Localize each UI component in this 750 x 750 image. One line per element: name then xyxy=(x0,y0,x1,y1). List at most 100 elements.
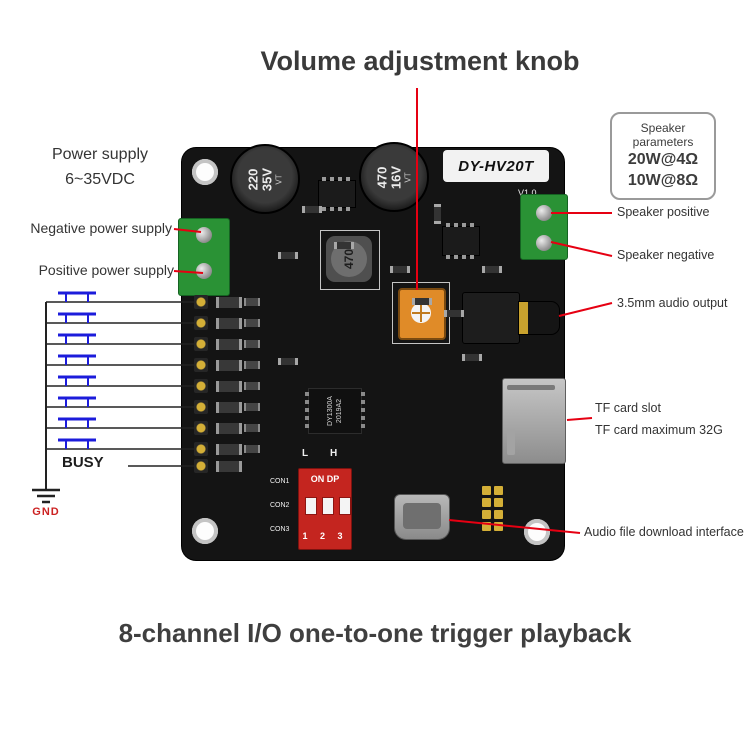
audio-jack-body xyxy=(462,292,520,344)
mounting-hole xyxy=(192,159,218,185)
smd-component xyxy=(444,310,464,317)
io-pad xyxy=(194,337,208,351)
inductor-value: 470 xyxy=(342,248,356,270)
smd-component xyxy=(302,206,322,213)
mounting-hole xyxy=(192,518,218,544)
solder-pad xyxy=(494,510,503,519)
smd-component xyxy=(482,266,502,273)
io-pad xyxy=(194,379,208,393)
trigger-switch xyxy=(58,312,96,323)
smd-component xyxy=(216,402,242,413)
smd-component xyxy=(216,318,242,329)
download-interface-label: Audio file download interface xyxy=(584,525,744,539)
audio-jack-barrel xyxy=(518,301,560,335)
busy-label: BUSY xyxy=(62,454,104,471)
version-silkscreen: V1.0 xyxy=(518,188,537,198)
capacitor-label: 220 35V VT xyxy=(245,161,284,197)
footer-caption: 8-channel I/O one-to-one trigger playbac… xyxy=(118,618,632,648)
smd-component xyxy=(434,204,441,224)
smd-component xyxy=(216,381,242,392)
speaker-box-line3: 20W@4Ω xyxy=(627,151,699,168)
terminal-screw-negative xyxy=(196,227,212,243)
solder-pad xyxy=(494,522,503,531)
smd-component xyxy=(216,423,242,434)
speaker-box-line1: Speaker xyxy=(640,121,686,135)
capacitor-label: 470 16V VT xyxy=(375,159,413,195)
trigger-switch-group xyxy=(58,291,96,449)
smd-component xyxy=(412,298,432,305)
speaker-box-line2: parameters xyxy=(632,135,694,149)
trigger-switch xyxy=(58,354,96,365)
pot-screw-slot xyxy=(412,312,430,314)
dip-switch: ON DP 1 2 3 xyxy=(298,468,352,550)
amplifier-ic xyxy=(318,177,356,211)
smd-component xyxy=(244,403,260,411)
solder-pad xyxy=(494,486,503,495)
io-pad xyxy=(194,442,208,456)
speaker-positive-label: Speaker positive xyxy=(617,205,710,219)
trigger-switch xyxy=(58,333,96,344)
smd-component xyxy=(216,339,242,350)
capacitor-470uf: 470 16V VT xyxy=(359,142,429,212)
tf-callout-line xyxy=(566,417,593,421)
dip-switch-numbers: 1 2 3 xyxy=(302,531,348,541)
capacitor-brand: VT xyxy=(403,171,413,183)
io-pad xyxy=(194,358,208,372)
positive-supply-label: Positive power supply xyxy=(38,262,174,278)
smd-component xyxy=(244,445,260,453)
h-silkscreen: H xyxy=(330,448,338,459)
volume-potentiometer xyxy=(398,288,446,340)
capacitor-220uf: 220 35V VT xyxy=(230,144,300,214)
dip-sliders xyxy=(305,497,351,515)
speaker-terminal-block xyxy=(520,194,568,260)
audio-output-label: 3.5mm audio output xyxy=(617,296,728,310)
silkscreen-outline xyxy=(320,230,380,290)
smd-component xyxy=(216,461,242,472)
speaker-negative-label: Speaker negative xyxy=(617,248,715,262)
power-inductor: 470 xyxy=(326,236,372,282)
smd-component xyxy=(244,340,260,348)
smd-component xyxy=(390,266,410,273)
negative-supply-label: Negative power supply xyxy=(30,220,172,236)
mounting-hole xyxy=(524,519,550,545)
main-chip-marking: DY1300A 2019A2 xyxy=(326,396,344,426)
chip-line2: 2019A2 xyxy=(336,398,343,424)
gnd-label: GND xyxy=(32,506,60,518)
power-supply-line2: 6~35VDC xyxy=(65,171,135,188)
smd-component xyxy=(244,382,260,390)
dip-slider xyxy=(322,497,334,515)
dip-slider xyxy=(339,497,351,515)
solder-pad-grid xyxy=(482,486,503,531)
io-pad xyxy=(194,400,208,414)
power-terminal-block xyxy=(178,218,230,296)
soic-ic xyxy=(442,223,480,259)
page-title: Volume adjustment knob xyxy=(260,46,580,76)
trigger-switch xyxy=(58,291,96,302)
solder-pad xyxy=(482,486,491,495)
speaker-box-line4: 10W@8Ω xyxy=(627,172,699,189)
smd-component xyxy=(462,354,482,361)
dip-slider xyxy=(305,497,317,515)
speaker-parameters-box: Speaker parameters 20W@4Ω 10W@8Ω xyxy=(610,112,716,200)
micro-usb-port xyxy=(394,494,450,540)
terminal-screw-speaker-positive xyxy=(536,205,552,221)
tf-card-slot xyxy=(502,378,566,464)
solder-pad xyxy=(494,498,503,507)
con3-silkscreen: CON3 xyxy=(270,526,290,533)
solder-pad xyxy=(482,510,491,519)
smd-component xyxy=(334,242,354,249)
capacitor-value: 220 35V xyxy=(245,167,275,191)
smd-component xyxy=(216,297,242,308)
terminal-screw-speaker-negative xyxy=(536,235,552,251)
io-pad xyxy=(194,295,208,309)
power-supply-line1: Power supply xyxy=(51,146,149,163)
smd-component xyxy=(244,424,260,432)
tf-slot-label: TF card slot xyxy=(595,401,661,415)
pcb-board: 220 35V VT 470 16V VT DY-HV20T V1.0 470 xyxy=(178,142,568,560)
trigger-switch xyxy=(58,417,96,428)
chip-line1: DY1300A xyxy=(327,396,334,426)
l-silkscreen: L xyxy=(302,448,309,459)
io-pad xyxy=(194,421,208,435)
smd-component xyxy=(244,298,260,306)
